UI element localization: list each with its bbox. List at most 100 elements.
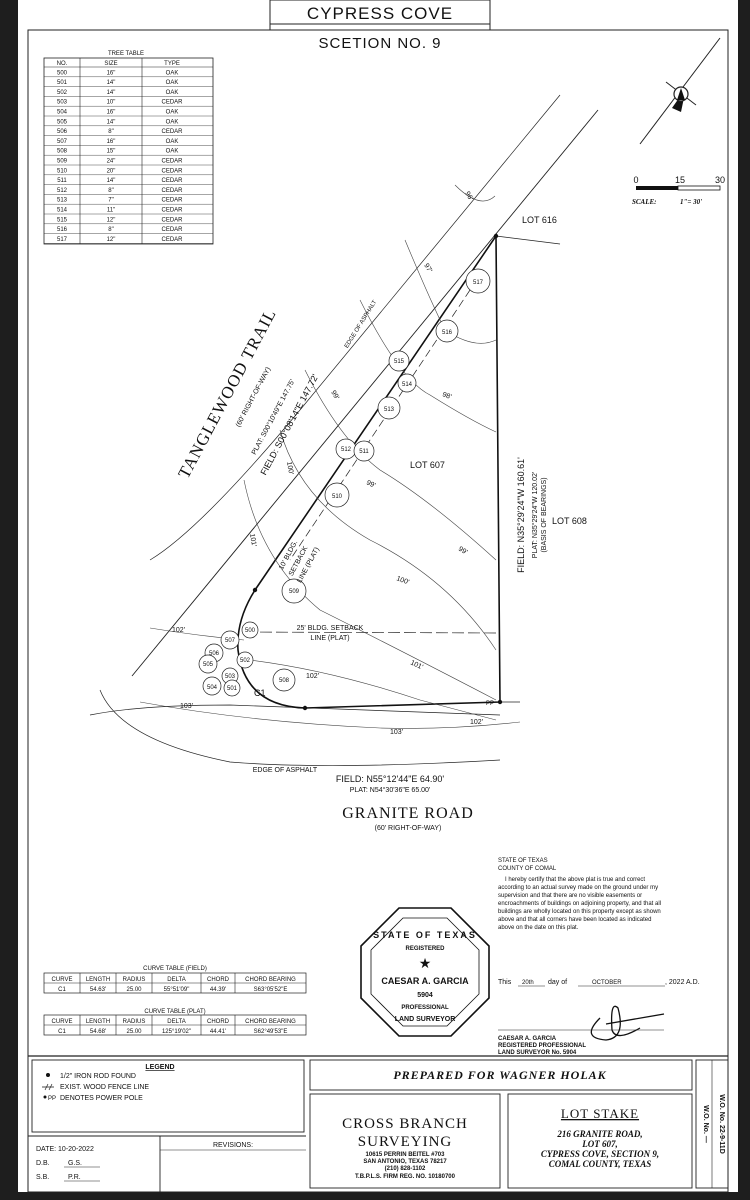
granite-row-line xyxy=(89,704,501,716)
contour-label: 101' xyxy=(409,659,424,671)
company-name-2: SURVEYING xyxy=(358,1134,452,1150)
lot-616-line xyxy=(495,235,561,245)
curve-cell: C1 xyxy=(58,987,66,993)
tree-table-cell: 507 xyxy=(57,139,68,145)
company-address-1: 10615 PERRIN BEITEL #703 xyxy=(366,1152,446,1158)
tree-table-cell: 512 xyxy=(57,188,68,194)
tree-label: 501 xyxy=(227,686,238,692)
tree-label: 502 xyxy=(240,658,251,664)
tree-icon xyxy=(202,676,222,696)
seal-star-icon: ★ xyxy=(419,955,432,971)
cert-date-dayof: day of xyxy=(548,979,567,986)
company-address-2: SAN ANTONIO, TEXAS 78217 xyxy=(363,1159,447,1165)
revisions-label: REVISIONS: xyxy=(213,1142,253,1149)
street-granite-row: (60' RIGHT-OF-WAY) xyxy=(375,825,442,832)
tree-table-cell: 7" xyxy=(108,198,113,204)
tree-label: 506 xyxy=(209,651,220,657)
granite-asphalt-line xyxy=(99,689,501,766)
surveyor-title: REGISTERED PROFESSIONAL xyxy=(498,1043,586,1049)
legend-item: DENOTES POWER POLE xyxy=(60,1095,143,1102)
cert-date-month: OCTOBER xyxy=(592,980,622,986)
curve-col-header: CHORD BEARING xyxy=(245,1019,296,1025)
tree-table-cell: 513 xyxy=(57,198,68,204)
tree-label: 510 xyxy=(332,494,343,500)
job-line: CYPRESS COVE, SECTION 9, xyxy=(541,1149,659,1159)
scale-bar: 0 15 30 SCALE: 1"= 30' xyxy=(632,175,725,206)
tree-col-size: SIZE xyxy=(104,61,117,67)
curve-field-cells: CURVEC1LENGTH54.63'RADIUS25.00DELTA55°51… xyxy=(52,977,297,993)
tree-table-cell: CEDAR xyxy=(161,168,183,174)
section-title: SCETION NO. 9 xyxy=(318,35,441,52)
scale-label: SCALE: xyxy=(632,198,657,206)
curve-col-header: CHORD xyxy=(207,1019,230,1025)
work-order-2: W.O. No. 22-9-11D xyxy=(718,1094,725,1154)
tree-label: 516 xyxy=(442,330,453,336)
tree-table-cell: CEDAR xyxy=(161,208,183,214)
contour-label: 100' xyxy=(395,575,410,586)
tree-icon xyxy=(236,651,254,669)
curve-field-title: CURVE TABLE (FIELD) xyxy=(143,966,207,972)
tree-table-cell: OAK xyxy=(166,90,179,96)
tree-label: 504 xyxy=(207,685,218,691)
lot-608-label: LOT 608 xyxy=(552,516,587,526)
seal-professional: PROFESSIONAL xyxy=(401,1005,449,1011)
tree-table-cell: CEDAR xyxy=(161,217,183,223)
tree-table-cell: OAK xyxy=(166,119,179,125)
tree-table-cell: 14" xyxy=(107,90,116,96)
legend-box xyxy=(31,1059,305,1133)
plat-bearing-south: PLAT: N54°30'36"E 65.00' xyxy=(350,786,431,794)
front-setback-label: LINE (PLAT) xyxy=(310,635,349,642)
tree-icon xyxy=(272,668,296,692)
tree-icon xyxy=(241,621,259,639)
tree-icon xyxy=(353,440,375,462)
tree-icon xyxy=(220,630,240,650)
header-box xyxy=(269,0,491,31)
curve-col-header: RADIUS xyxy=(123,977,146,983)
field-bearing-east: FIELD: N35°29'24"W 160.61' xyxy=(516,457,526,573)
job-line: 216 GRANITE ROAD, xyxy=(556,1129,642,1139)
curve-cell: S62°49'53"E xyxy=(254,1029,288,1035)
cert-line: I hereby certify that the above plat is … xyxy=(505,877,645,883)
cert-state: STATE OF TEXAS xyxy=(498,858,548,864)
scale-tick-0: 0 xyxy=(633,175,638,185)
tree-label: 515 xyxy=(394,359,405,365)
curve-col-header: CHORD xyxy=(207,977,230,983)
cert-county: COUNTY OF COMAL xyxy=(498,866,557,872)
tree-table-cell: CEDAR xyxy=(161,227,183,233)
curve-cell: 125°19'02" xyxy=(162,1029,191,1035)
tree-table-cell: CEDAR xyxy=(161,198,183,204)
cert-date-year: , 2022 A.D. xyxy=(665,979,700,986)
contour-label: 103' xyxy=(390,729,403,736)
tree-table-cell: 516 xyxy=(57,227,68,233)
north-arrow xyxy=(639,37,721,145)
tree-table-cell: 15" xyxy=(107,149,116,155)
tanglewood-row-line xyxy=(131,109,599,677)
curve-plat-title: CURVE TABLE (PLAT) xyxy=(144,1009,205,1015)
cert-line: encroachments of buildings on adjoining … xyxy=(498,901,661,907)
street-granite: GRANITE ROAD xyxy=(342,805,474,822)
tree-label: 508 xyxy=(279,678,290,684)
basis-of-bearings: (BASIS OF BEARINGS) xyxy=(541,477,548,552)
tree-table-cell: 506 xyxy=(57,129,68,135)
legend-item: 1/2" IRON ROD FOUND xyxy=(60,1073,136,1080)
cert-date-this: This xyxy=(498,979,512,986)
tree-icon xyxy=(465,268,491,294)
tree-table-cell: 14" xyxy=(107,178,116,184)
cert-line: above on the date on this plat. xyxy=(498,925,579,931)
curve-cell: 54.68' xyxy=(90,1029,106,1035)
curve-col-header: CURVE xyxy=(52,977,73,983)
edge-asphalt-bottom: EDGE OF ASPHALT xyxy=(253,767,318,774)
legend-title: LEGEND xyxy=(145,1064,174,1071)
contour-label: 100' xyxy=(285,461,294,475)
scale-value: 1"= 30' xyxy=(680,198,702,206)
tree-col-type: TYPE xyxy=(164,61,180,67)
tanglewood-asphalt-line xyxy=(299,94,561,411)
cert-line: buildings are wholly located on this pro… xyxy=(498,909,661,915)
company-box xyxy=(309,1093,501,1189)
tree-table-cell: 11" xyxy=(107,208,115,214)
company-name-1: CROSS BRANCH xyxy=(342,1116,468,1132)
curve-table-plat: CURVE TABLE (PLAT) CURVEC1LENGTH54.68'RA… xyxy=(43,1009,307,1036)
scale-tick-15: 15 xyxy=(675,175,685,185)
contour-label: 98' xyxy=(441,391,452,401)
